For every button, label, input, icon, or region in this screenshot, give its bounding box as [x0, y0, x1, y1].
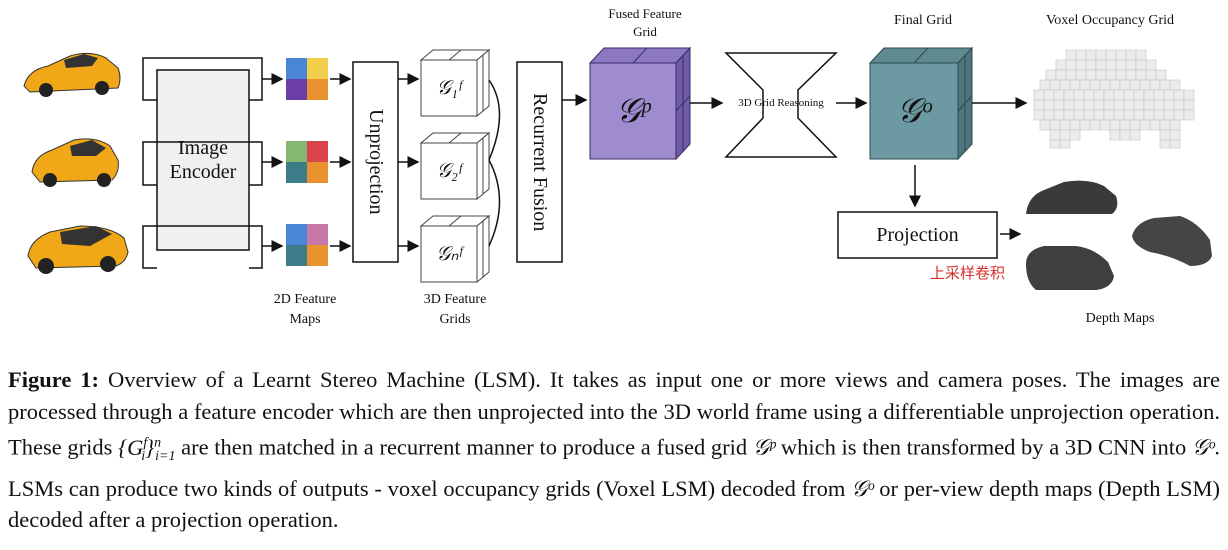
- image-encoder-box: [156, 69, 250, 251]
- input-car-1: [23, 52, 121, 97]
- voxel-car-output: [1033, 49, 1195, 149]
- depth-map-3: [1026, 246, 1114, 290]
- grid-reasoning-block: [724, 52, 838, 158]
- caption-set-close: }: [145, 434, 155, 460]
- grid-2-symbol: 𝒢₂ᶠ: [436, 160, 462, 182]
- upsample-conv-annotation: 上采样卷积: [930, 264, 1006, 282]
- caption-set-range-sub: i=1: [155, 449, 176, 464]
- grid-1-symbol: 𝒢₁ᶠ: [436, 77, 462, 99]
- projection-label: Projection: [876, 224, 959, 246]
- lsm-architecture-diagram: [23, 46, 1212, 290]
- caption-set-open: {G: [118, 434, 144, 460]
- feature-maps-caption-line1: 2D Feature: [273, 292, 337, 307]
- fused-grid-symbol: 𝒢ᵖ: [616, 93, 650, 130]
- fused-grid-caption-line1: Fused Feature: [608, 6, 682, 21]
- grid-reasoning-label: 3D Grid Reasoning: [738, 97, 824, 109]
- feature-map-2: [286, 141, 328, 183]
- encoder-connectors: [142, 57, 263, 269]
- caption-part-4: . LSMs can produce two kinds of outputs …: [8, 434, 1220, 501]
- feature-grid-cube-n: [419, 214, 491, 284]
- final-grid-symbol: 𝒢ᵒ: [897, 93, 931, 130]
- feature-grids-caption-line1: 3D Feature: [423, 292, 487, 307]
- unprojection-label: Unprojection: [365, 109, 387, 215]
- caption-fused-symbol: 𝒢ᵖ: [752, 434, 776, 460]
- projection-box: [837, 211, 998, 259]
- caption-set-sup: f: [143, 435, 148, 450]
- caption-set-range-sup: n: [154, 435, 162, 450]
- depth-map-2: [1132, 216, 1212, 266]
- depth-maps-caption: Depth Maps: [1085, 311, 1155, 326]
- final-grid-caption: Final Grid: [894, 13, 952, 28]
- depth-map-1: [1026, 180, 1118, 214]
- feature-grids-caption-line2: Grids: [439, 312, 471, 327]
- caption-final-symbol-2: 𝒢ᵒ: [851, 475, 874, 501]
- caption-final-symbol: 𝒢ᵒ: [1191, 434, 1215, 460]
- unprojection-box: [352, 61, 399, 263]
- feature-grid-cube-1: [419, 48, 491, 118]
- final-grid-cube: [868, 46, 974, 161]
- caption-part-5: or per-view depth maps (Depth LSM) decod…: [8, 475, 1220, 533]
- figure-label: Figure 1:: [8, 367, 100, 392]
- voxel-grid-caption: Voxel Occupancy Grid: [1045, 13, 1175, 28]
- caption-part-1: Overview of a Learnt Stereo Machine (LSM…: [8, 367, 1220, 460]
- input-car-3: [27, 225, 129, 274]
- caption-part-2: are then matched in a recurrent manner t…: [175, 434, 753, 460]
- feature-maps-caption-line2: Maps: [289, 312, 321, 327]
- recurrent-fusion-box: [516, 61, 563, 263]
- grid-curves: [488, 79, 501, 247]
- recurrent-fusion-label: Recurrent Fusion: [529, 92, 551, 232]
- input-car-2: [31, 138, 119, 187]
- grid-n-symbol: 𝒢ₙᶠ: [436, 243, 462, 265]
- fused-grid-cube: [588, 46, 692, 161]
- feature-grid-cube-2: [419, 131, 491, 201]
- image-encoder-label-line2: Encoder: [169, 161, 237, 183]
- caption-set-sub: i: [141, 449, 146, 464]
- caption-set-expr: {Gfi}ni=1: [118, 434, 175, 465]
- feature-map-3: [286, 224, 328, 266]
- caption-part-3: which is then transformed by a 3D CNN in…: [775, 434, 1192, 460]
- fused-grid-caption-line2: Grid: [633, 24, 657, 39]
- figure-caption: Figure 1: Overview of a Learnt Stereo Ma…: [8, 364, 1220, 536]
- feature-map-1: [286, 58, 328, 100]
- image-encoder-label-line1: Image: [178, 137, 228, 159]
